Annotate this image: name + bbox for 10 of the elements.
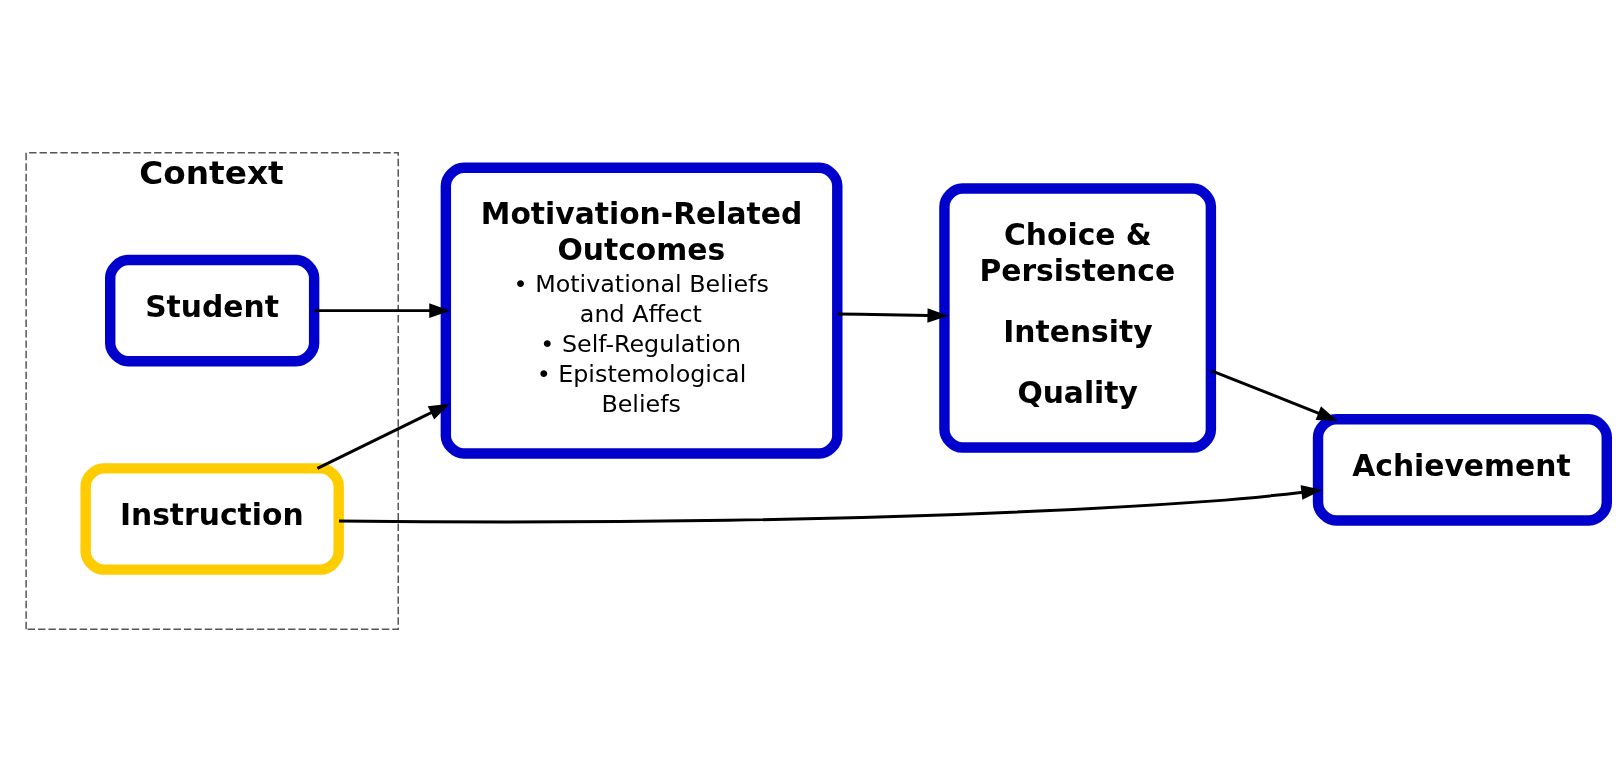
arrow (837, 308, 949, 323)
arrow (1210, 369, 1338, 421)
arrow (316, 403, 450, 470)
node-box: Motivation-Related Outcomes • Motivational Beliefs and Affect • Self-Regulation • Epistemological Beliefs (440, 162, 843, 459)
node-box: Student (105, 254, 320, 367)
node-box: Instruction (80, 463, 344, 575)
node-box: Achievement (1312, 414, 1612, 526)
arrow (339, 485, 1323, 524)
node-box: Choice & Persistence Intensity Quality (939, 183, 1217, 453)
arrow (314, 303, 451, 318)
